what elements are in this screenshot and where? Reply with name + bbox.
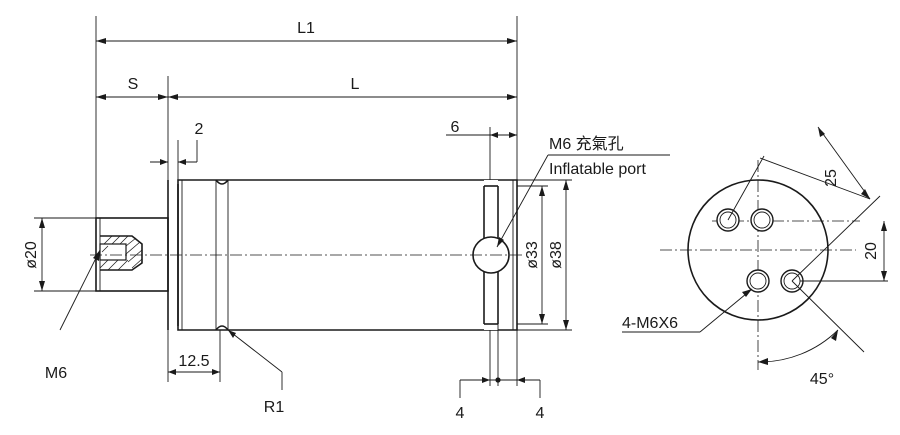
arrow-6-right — [509, 132, 517, 138]
arrow-d20-top — [39, 218, 45, 228]
arrow-l1-right — [507, 38, 517, 44]
arrow-12-5-left — [168, 369, 176, 375]
label-4m6: 4-M6X6 — [622, 315, 678, 332]
dim-d38-label: ø38 — [548, 241, 565, 269]
arrow-l-right — [507, 94, 517, 100]
leader-r1 — [227, 329, 283, 373]
ext-25-a — [727, 155, 765, 221]
thread-hole-outline — [100, 235, 143, 271]
arc-45 — [757, 329, 839, 363]
leader-4m6 — [699, 288, 753, 333]
dot-4-center — [495, 377, 501, 383]
leader-m6 — [59, 249, 101, 331]
port-title: M6 充氣孔 — [549, 135, 624, 153]
arrow-port — [497, 237, 504, 247]
arrow-d20-bottom — [39, 281, 45, 291]
groove-bottom-arc — [215, 325, 229, 331]
dim-20-label: 20 — [863, 242, 880, 260]
arrow-20-top — [881, 221, 887, 231]
dim-25-label: 25 — [823, 169, 840, 187]
arrow-s-right — [158, 94, 168, 100]
arrow-4-left — [482, 377, 490, 383]
groove-gap-top — [484, 180, 498, 186]
dim-line-25-diag — [817, 126, 871, 200]
arrow-d33-bottom — [539, 314, 545, 324]
dim-4-right-label: 4 — [536, 405, 545, 422]
arrow-45-right — [831, 330, 838, 341]
groove-gap-bottom — [484, 324, 498, 330]
arrow-4m6 — [742, 289, 752, 297]
arrow-d38-bottom — [563, 320, 569, 330]
arrow-25-top — [818, 127, 825, 137]
thread-hatching — [99, 235, 143, 271]
arrow-d33-top — [539, 186, 545, 196]
label-m6: M6 — [45, 365, 67, 382]
arrow-6-left — [490, 132, 498, 138]
arrow-2-right — [178, 159, 186, 165]
dim-s-label: S — [128, 76, 139, 93]
leader-port — [496, 154, 549, 248]
dim-6-label: 6 — [451, 119, 460, 136]
port-subtitle: Inflatable port — [549, 161, 647, 178]
arrow-l1-left — [96, 38, 106, 44]
label-r1: R1 — [264, 399, 285, 416]
arrow-r1 — [228, 330, 236, 338]
dim-45-label: 45° — [810, 371, 834, 388]
hole-bottom-left — [746, 269, 770, 293]
dim-12-5-label: 12.5 — [178, 353, 209, 370]
arrow-20-bottom — [881, 271, 887, 281]
dim-l-label: L — [351, 76, 360, 93]
thread-hole-bore — [99, 243, 127, 261]
arrow-2-left — [160, 159, 168, 165]
arrow-12-5-right — [212, 369, 220, 375]
hole-top-right — [750, 208, 774, 232]
ext-25-b — [791, 195, 881, 282]
dim-d33-label: ø33 — [524, 241, 541, 269]
arrow-4-right — [517, 377, 525, 383]
arrow-s-left — [96, 94, 106, 100]
arrow-l-left — [168, 94, 178, 100]
groove-top-arc — [215, 179, 229, 185]
dim-l1-label: L1 — [297, 20, 315, 37]
arrow-d38-top — [563, 180, 569, 190]
dim-line-25 — [759, 157, 871, 200]
dim-2-label: 2 — [195, 121, 204, 138]
dim-d20-label: ø20 — [23, 241, 40, 269]
arrow-m6 — [93, 250, 100, 261]
arrow-45-left — [758, 358, 768, 365]
arrow-25-bottom — [861, 189, 870, 199]
ext-45-line — [791, 280, 865, 353]
dim-4-left-label: 4 — [456, 405, 465, 422]
